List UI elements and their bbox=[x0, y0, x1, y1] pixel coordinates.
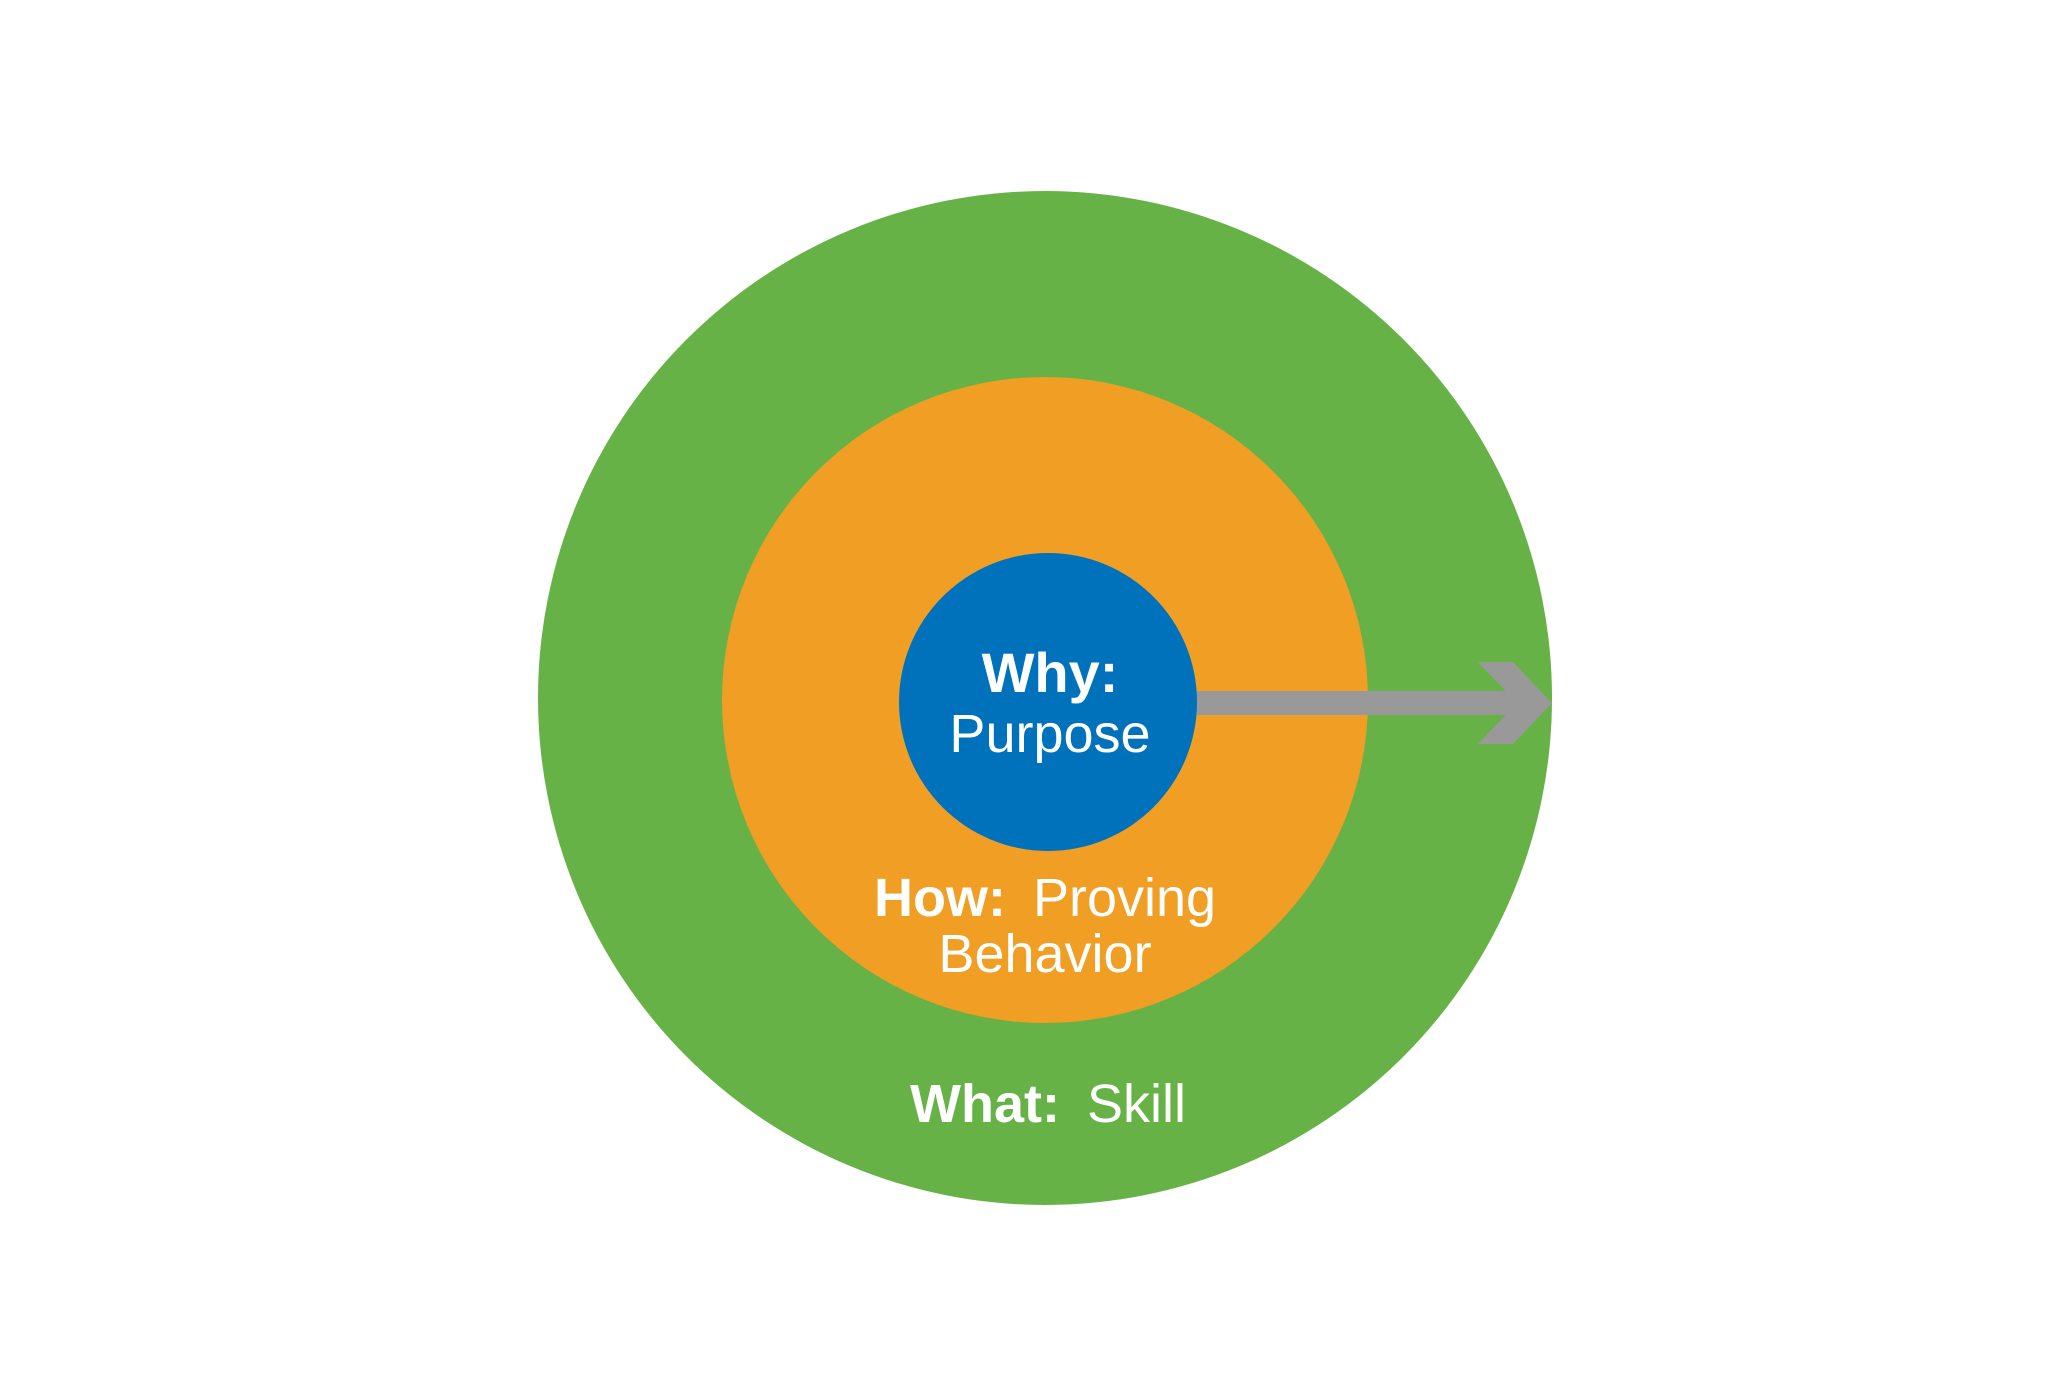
middle-title-line: How: Proving bbox=[874, 868, 1216, 928]
skill-text: Skill bbox=[1087, 1074, 1186, 1134]
arrow-head bbox=[1478, 662, 1552, 744]
arrow-right-icon bbox=[1190, 662, 1552, 744]
arrow-shaft bbox=[1190, 691, 1520, 715]
why-title: Why: bbox=[982, 641, 1119, 704]
inner-circle-why bbox=[899, 553, 1197, 851]
behavior-text: Behavior bbox=[938, 924, 1151, 984]
inner-text: Purpose bbox=[949, 704, 1150, 764]
purpose-text: Purpose bbox=[949, 704, 1150, 764]
inner-title: Why: bbox=[982, 641, 1119, 704]
outer-title-line: What: Skill bbox=[910, 1074, 1186, 1134]
proving-text: Proving bbox=[1033, 868, 1216, 928]
what-title: What: bbox=[910, 1074, 1060, 1134]
how-title: How: bbox=[874, 868, 1006, 928]
middle-second-line: Behavior bbox=[938, 924, 1151, 984]
